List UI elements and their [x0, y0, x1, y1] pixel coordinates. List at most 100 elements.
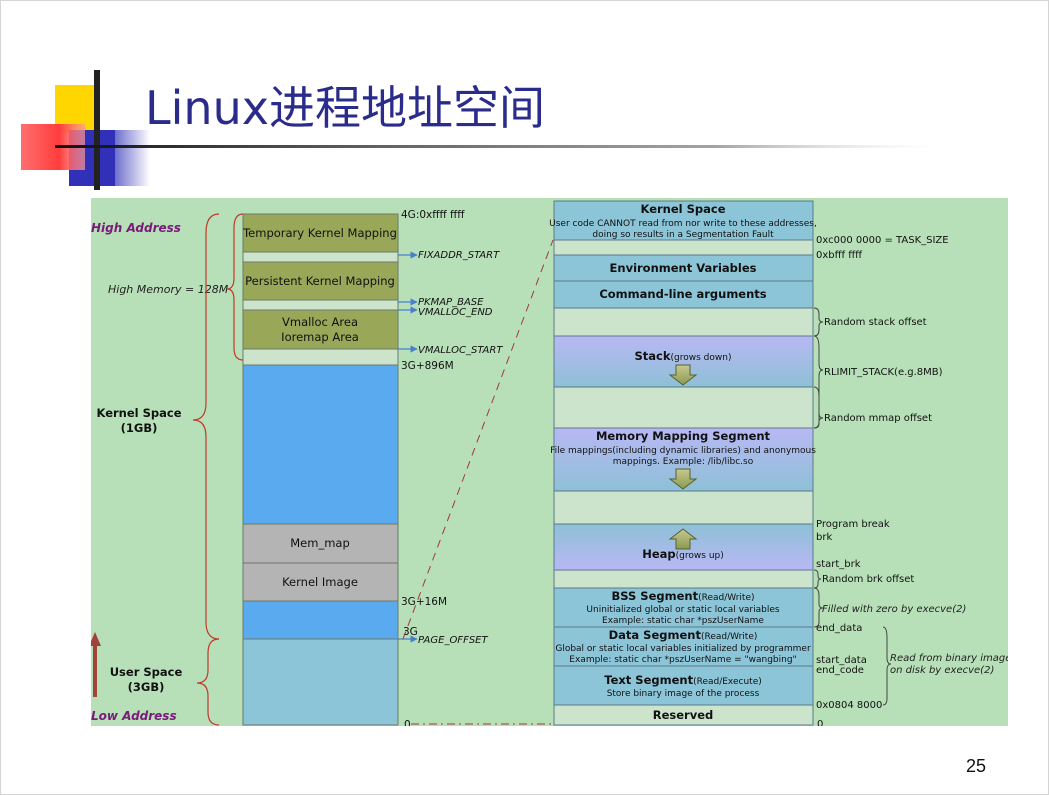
bss-title: BSS Segment(Read/Write) — [611, 589, 754, 603]
random-mmap-brace — [813, 386, 824, 429]
up-arrow-icon — [91, 632, 101, 697]
kernel-space-desc-1: User code CANNOT read from nor write to … — [549, 219, 817, 229]
unmapped-gap — [553, 490, 814, 525]
end-data-label: end_data — [816, 623, 862, 634]
brk-label: brk — [816, 532, 832, 543]
text-block — [553, 665, 814, 706]
right-zero-label: 0 — [817, 719, 823, 726]
cmdline-title: Command-line arguments — [599, 287, 766, 301]
random-stack-label: Random stack offset — [824, 317, 927, 328]
kernel-space-title: Kernel Space — [640, 202, 725, 216]
data-block — [553, 626, 814, 667]
blue-fade — [100, 130, 150, 186]
rlimit-gap — [553, 386, 814, 429]
bfff-label: 0xbfff ffff — [816, 250, 863, 261]
start-data-label: start_data — [816, 655, 867, 666]
addr-3g: 3G — [403, 626, 418, 638]
mmap-title: Memory Mapping Segment — [596, 429, 771, 443]
vmalloc-start-label: VMALLOC_START — [418, 345, 503, 356]
addr-896: 3G+896M — [401, 360, 454, 372]
random-brk-brace — [813, 569, 822, 589]
temp-kernel-mapping-block — [242, 213, 399, 253]
pkmap-label: PKMAP_BASE — [418, 297, 484, 308]
filled-zero-label: Filled with zero by execve(2) — [822, 604, 966, 615]
kernel-image-label: Kernel Image — [282, 575, 358, 589]
mmap-down-arrow-icon — [668, 468, 698, 490]
stack-down-arrow-icon — [668, 364, 698, 386]
kernel-space-label: Kernel Space — [96, 406, 181, 420]
ioremap-area-label: Ioremap Area — [281, 330, 359, 344]
filled-zero-brace — [813, 587, 824, 628]
dma-block — [242, 600, 399, 640]
title-decoration — [21, 70, 150, 190]
fixaddr-gap — [242, 251, 399, 263]
data-desc-2: Example: static char *pszUserName = "wan… — [569, 655, 796, 665]
bss-desc-2: Example: static char *pszUserName — [602, 616, 764, 626]
page-offset-label: PAGE_OFFSET — [418, 635, 488, 646]
read-binary-label-2: on disk by execve(2) — [890, 665, 994, 676]
address-space-diagram: Temporary Kernel Mapping Persistent Kern… — [91, 198, 1008, 726]
kernel-space-size-label: (1GB) — [121, 421, 158, 435]
addr-16: 3G+16M — [401, 596, 447, 608]
heap-title: Heap(grows up) — [642, 547, 724, 561]
vertical-bar — [94, 70, 100, 190]
high-address-label: High Address — [91, 221, 181, 235]
random-brk-gap — [553, 569, 814, 589]
kernel-space-desc-2: doing so results in a Segmentation Fault — [592, 230, 774, 240]
upper-dashed-connector — [402, 239, 554, 640]
text-desc: Store binary image of the process — [607, 689, 760, 699]
page-number: 25 — [966, 756, 987, 776]
persistent-kernel-mapping-label: Persistent Kernel Mapping — [245, 274, 395, 288]
start-brk-label: start_brk — [816, 559, 861, 570]
random-stack-brace — [813, 307, 824, 337]
cmdline-block — [553, 280, 814, 309]
fixaddr-label: FIXADDR_START — [418, 250, 500, 261]
mmap-desc-2: mappings. Example: /lib/libc.so — [613, 457, 754, 467]
diagram-background — [91, 198, 1008, 726]
user-space-block — [242, 638, 399, 726]
bss-block — [553, 587, 814, 628]
heap-up-arrow-icon — [668, 528, 698, 550]
bss-desc-1: Uninitialized global or static local var… — [586, 605, 779, 615]
end-code-label: end_code — [816, 665, 864, 676]
data-desc-1: Global or static local variables initial… — [555, 644, 811, 654]
left-memory-column — [242, 213, 399, 726]
vmalloc-end-label: VMALLOC_END — [418, 307, 493, 318]
mem-map-label: Mem_map — [290, 536, 350, 550]
high-memory-label: High Memory = 128M — [108, 283, 229, 296]
read-binary-label-1: Read from binary image — [890, 653, 1008, 664]
mmap-desc-1: File mappings(including dynamic librarie… — [550, 446, 816, 456]
kernel-space-brace — [192, 213, 220, 640]
program-break-label: Program break — [816, 519, 890, 530]
temp-kernel-mapping-label: Temporary Kernel Mapping — [242, 226, 397, 240]
text-title: Text Segment(Read/Execute) — [604, 673, 762, 687]
rlimit-label: RLIMIT_STACK(e.g.8MB) — [824, 367, 943, 378]
addr-0804-label: 0x0804 8000 — [816, 700, 882, 711]
user-space-label: User Space — [110, 665, 183, 679]
slide-title: Linux进程地址空间 — [145, 81, 545, 135]
reserved-title: Reserved — [653, 708, 714, 722]
read-binary-brace — [882, 626, 892, 706]
high-memory-brace — [226, 213, 244, 361]
pkmap-gap — [242, 299, 399, 311]
user-space-brace — [196, 638, 220, 726]
title-underline — [55, 145, 935, 148]
random-brk-label: Random brk offset — [822, 574, 914, 585]
task-size-label: 0xc000 0000 = TASK_SIZE — [816, 235, 949, 246]
task-size-gap — [553, 239, 814, 256]
vmalloc-area-label: Vmalloc Area — [282, 315, 358, 329]
env-vars-block — [553, 254, 814, 282]
addr-zero: 0 — [404, 719, 411, 726]
stack-title: Stack(grows down) — [635, 349, 732, 363]
lowmem-block — [242, 364, 399, 525]
random-mmap-label: Random mmap offset — [824, 413, 932, 424]
data-title: Data Segment(Read/Write) — [609, 628, 758, 642]
kernel-space-block — [553, 200, 814, 241]
reserved-block — [553, 704, 814, 726]
random-stack-gap — [553, 307, 814, 337]
addr-top: 4G:0xffff ffff — [401, 209, 465, 221]
env-vars-title: Environment Variables — [610, 261, 757, 275]
low-address-label: Low Address — [91, 709, 177, 723]
user-space-size-label: (3GB) — [128, 680, 165, 694]
vmalloc-gap — [242, 348, 399, 366]
